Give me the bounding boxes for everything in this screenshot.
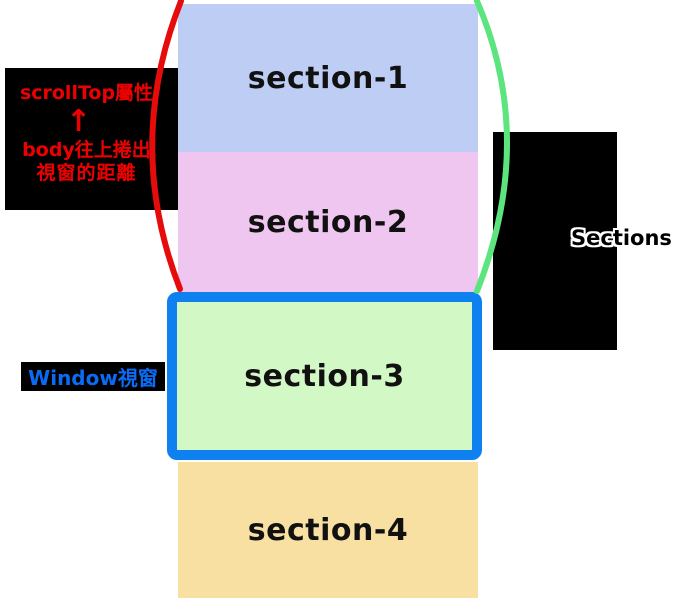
sections-group-label: Sections	[571, 226, 672, 250]
section-3-label: section-3	[244, 358, 405, 394]
scrolltop-desc-line1: body往上捲出	[22, 139, 151, 161]
section-1-block: section-1	[178, 4, 478, 152]
up-arrow-icon: ↑	[65, 104, 92, 139]
scrolltop-title: scrollTop屬性	[19, 82, 154, 104]
section-2-label: section-2	[247, 204, 409, 240]
section-4-label: section-4	[247, 512, 409, 548]
window-viewport-frame: section-3	[167, 292, 482, 460]
scrolltop-annotation-box: scrollTop屬性 ↑ body往上捲出 視窗的距離	[5, 68, 178, 210]
section-1-label: section-1	[247, 60, 409, 96]
section-4-block: section-4	[178, 462, 478, 598]
section-2-block: section-2	[178, 152, 478, 292]
window-label: Window視窗	[28, 366, 158, 390]
sections-annotation-box	[493, 132, 617, 350]
scrolltop-desc-line2: 視窗的距離	[36, 162, 137, 184]
window-annotation-box: Window視窗	[21, 362, 165, 391]
